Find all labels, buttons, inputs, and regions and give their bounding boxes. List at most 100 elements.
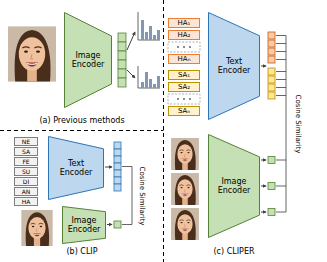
token-box: HA₂: [168, 30, 200, 40]
arrow: [261, 66, 266, 67]
arrow: [127, 32, 135, 78]
block-label: Text Encoder: [212, 57, 256, 75]
ellipsis-box: [189, 46, 191, 48]
ellipsis-box: [168, 42, 200, 52]
text-feature-vector: [114, 170, 121, 177]
face-photo: [21, 210, 52, 246]
text-feature-vector: [268, 68, 275, 75]
encoder-shape: [63, 207, 106, 244]
feature-vector: [118, 33, 126, 42]
block-label: Text Encoder: [52, 159, 100, 177]
feature-vector: [118, 69, 126, 78]
text-feature-vector: [114, 163, 121, 170]
encoder-shape: [49, 137, 104, 200]
text-feature-vector: [114, 142, 121, 191]
token-box: AN: [14, 187, 38, 196]
bar-chart: [153, 84, 156, 88]
token-box: SU: [14, 167, 38, 176]
bar-chart: [153, 35, 156, 40]
encoder-block: Image Encoder: [64, 12, 112, 108]
token-box: SA₂: [168, 82, 200, 92]
feature-vector: [118, 42, 126, 51]
arrow: [261, 212, 266, 213]
bar-chart: [157, 30, 160, 40]
token-box: SAₙ: [168, 106, 200, 116]
ellipsis-box: [168, 42, 200, 52]
bar-chart: [138, 12, 160, 40]
token-box: HA: [14, 197, 38, 206]
feature-vector: [118, 60, 126, 69]
image-feature: [268, 209, 275, 216]
token-box: HAₙ: [168, 54, 200, 64]
encoder-shape: [209, 135, 260, 238]
text-feature-vector: [268, 56, 275, 63]
token-label: SA₁: [178, 71, 190, 80]
arrow: [261, 66, 266, 212]
arrow: [261, 186, 266, 187]
similarity-bracket: [276, 95, 286, 96]
bar-chart: [138, 66, 160, 88]
similarity-bracket: [276, 36, 286, 213]
text-feature-vector: [268, 84, 275, 91]
text-feature-vector: [114, 142, 121, 149]
token-label: SU: [22, 168, 30, 176]
similarity-bracket: [276, 51, 286, 52]
bar-chart: [141, 82, 144, 88]
token-box: NE: [14, 137, 38, 146]
block-label: Image Encoder: [66, 216, 102, 234]
text-feature-vector: [268, 40, 275, 47]
bar-chart: [149, 26, 152, 40]
face-photo: [171, 173, 199, 205]
image-feature: [268, 183, 275, 190]
similarity-bracket: [276, 36, 286, 213]
feature-vector: [118, 33, 126, 87]
similarity-bracket: [276, 212, 286, 213]
bar-chart: [138, 12, 160, 40]
token-label: HAₙ: [178, 55, 191, 64]
similarity-bracket: [276, 186, 286, 187]
arrow: [261, 160, 266, 161]
face-photo: [171, 138, 199, 170]
token-label: FE: [22, 158, 29, 166]
token-label: HA₂: [178, 31, 191, 40]
token-label: SA₂: [178, 83, 190, 92]
ellipsis-box: [183, 98, 185, 100]
block-label: Image Encoder: [212, 177, 256, 195]
ellipsis-box: [183, 46, 185, 48]
token-label: HA₁: [178, 19, 191, 28]
encoder-shape: [209, 13, 260, 120]
face-photo: [171, 208, 199, 240]
ellipsis-box: [177, 46, 179, 48]
similarity-bracket: [276, 43, 286, 44]
arrow: [127, 70, 135, 78]
encoder-block: Image Encoder: [208, 134, 260, 238]
arrow: [105, 167, 112, 225]
image-feature: [268, 157, 275, 164]
image-feature: [114, 221, 121, 228]
token-box: HA₁: [168, 18, 200, 28]
ellipsis-box: [168, 94, 200, 104]
token-box: SA: [14, 147, 38, 156]
text-feature-vector: [268, 92, 275, 99]
token-label: NE: [22, 138, 30, 146]
text-feature-vector: [114, 184, 121, 191]
similarity-bracket: [276, 160, 286, 161]
token-label: DI: [23, 178, 29, 186]
feature-vector: [118, 51, 126, 60]
panel-divider: [0, 0, 164, 262]
ellipsis-box: [177, 98, 179, 100]
token-label: SAₙ: [178, 107, 190, 116]
panel-caption: (b) CLIP: [66, 248, 97, 257]
panel-caption: (c) CLIPER: [213, 248, 254, 257]
ellipsis-box: [168, 94, 200, 104]
arrow: [107, 224, 112, 225]
similarity-bracket: [122, 167, 132, 225]
encoder-block: Image Encoder: [62, 206, 106, 244]
text-feature-vector: [268, 76, 275, 83]
text-feature-vector: [114, 177, 121, 184]
token-box: FE: [14, 157, 38, 166]
bar-chart: [138, 66, 160, 88]
